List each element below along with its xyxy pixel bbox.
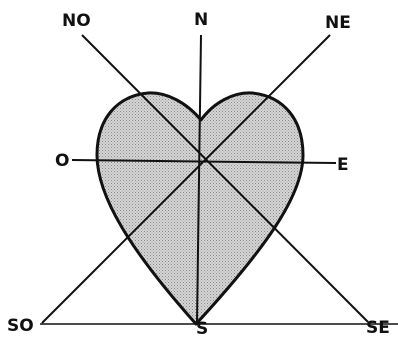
label-southeast: SE xyxy=(366,318,390,338)
label-west: O xyxy=(55,151,69,171)
label-southwest: SO xyxy=(7,316,34,336)
label-south: S xyxy=(196,319,208,339)
label-east: E xyxy=(337,155,349,175)
label-north: N xyxy=(194,10,208,30)
label-northeast: NE xyxy=(325,13,351,33)
label-northwest: NO xyxy=(62,11,91,31)
